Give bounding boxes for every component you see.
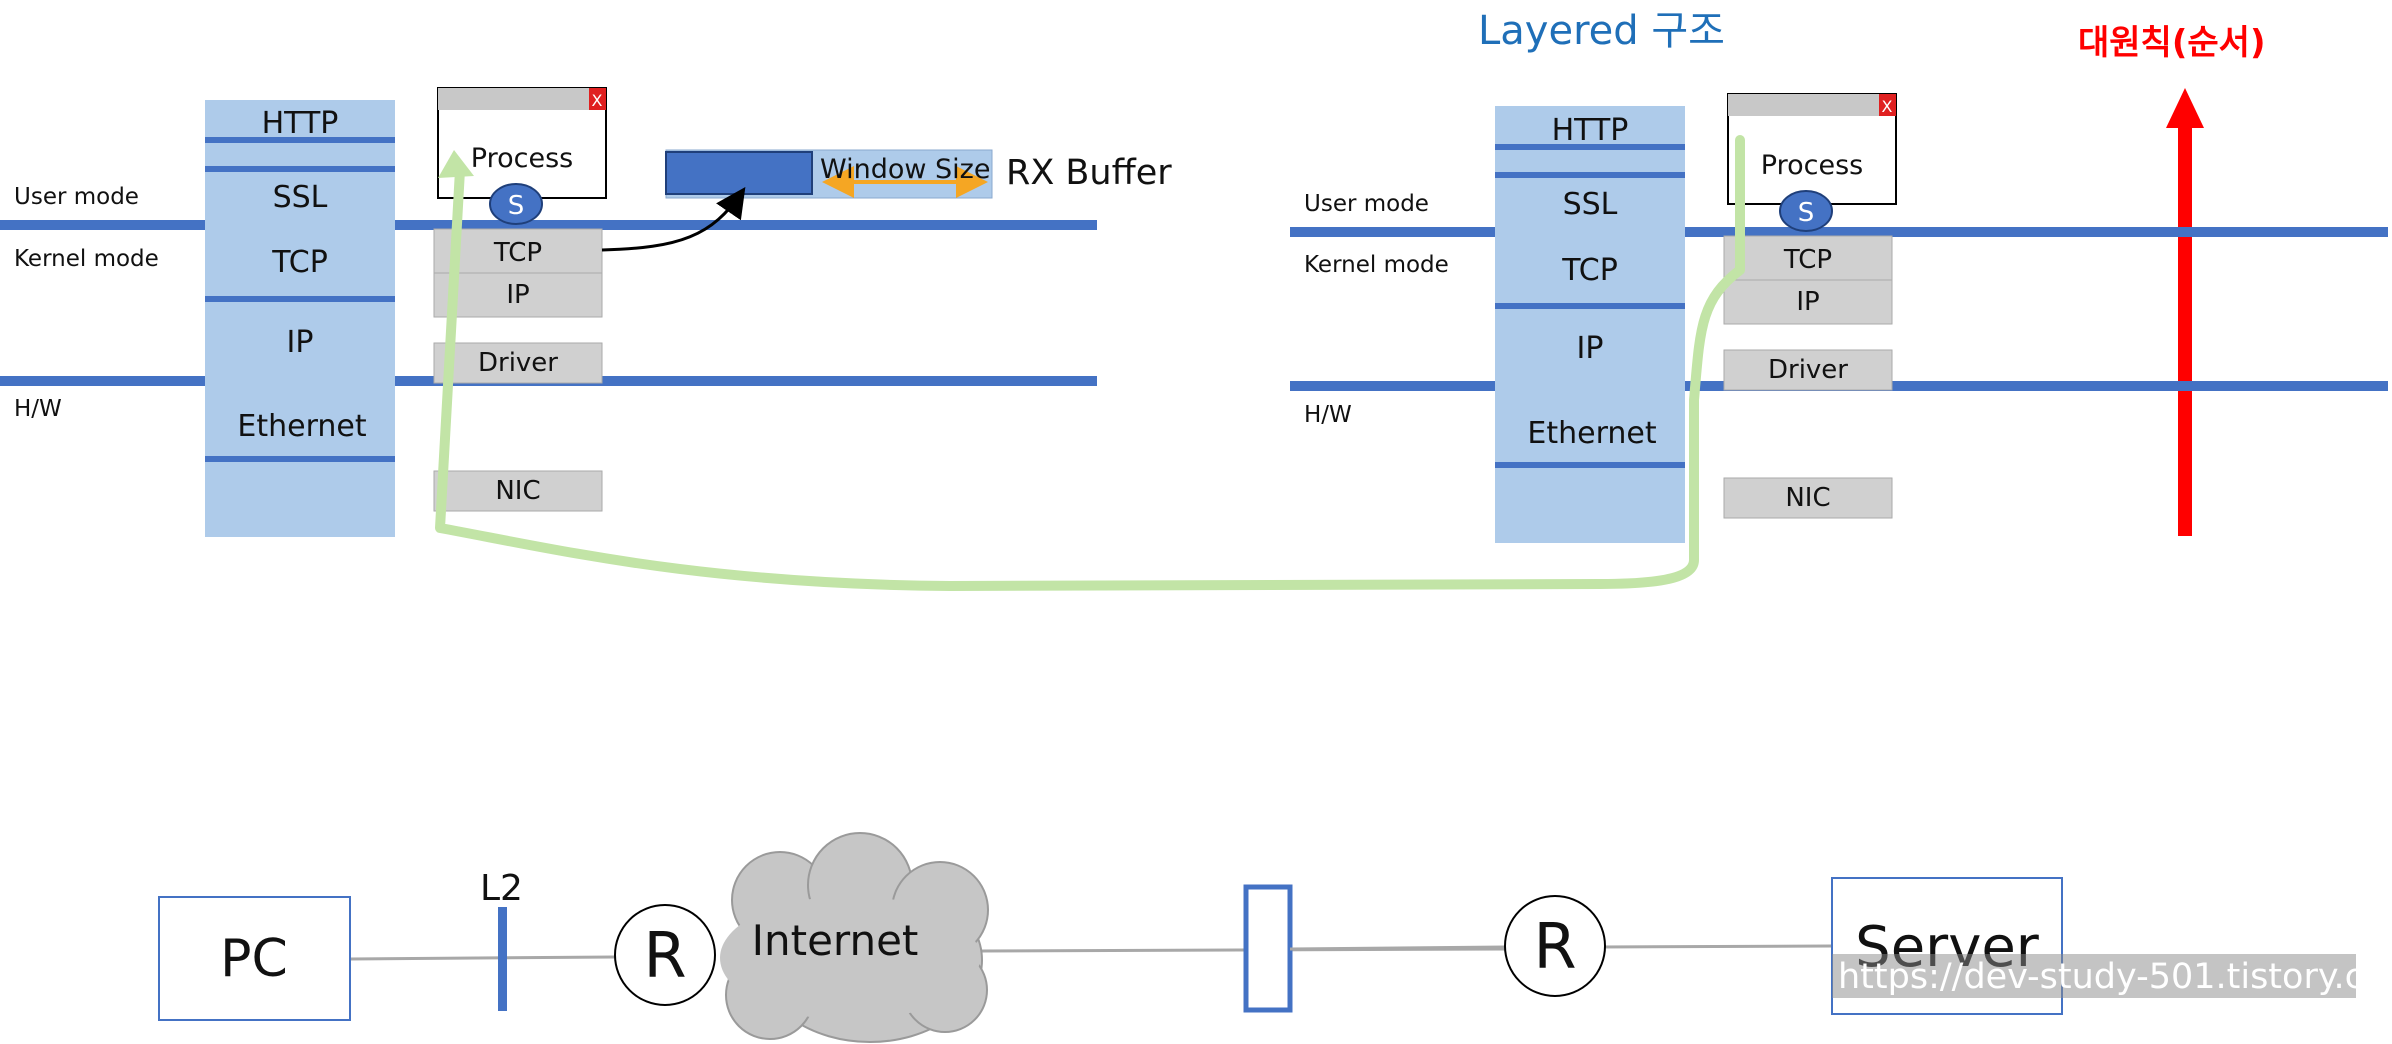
user-mode-label-right: User mode: [1304, 191, 1429, 217]
kernel-boxes-left: TCP IP Driver NIC: [433, 228, 603, 512]
diagram-title: Layered 구조: [1478, 8, 1725, 54]
layer-tcp-right: TCP: [1561, 253, 1618, 288]
layer-ip-right: IP: [1577, 331, 1604, 366]
close-glyph: X: [592, 91, 603, 110]
layer-ethernet: Ethernet: [237, 409, 366, 444]
layer-ethernet-right: Ethernet: [1527, 416, 1656, 451]
kbox-nic: NIC: [495, 476, 540, 506]
user-kernel-line-right: [1290, 227, 2388, 237]
user-kernel-line-left: [0, 220, 1097, 230]
close-icon: [589, 88, 606, 110]
principle-label: 대원칙(순서): [2078, 23, 2265, 63]
socket-icon-left: S: [489, 183, 543, 225]
window-size-label: Window Size: [820, 154, 990, 185]
kbox-ip-right: IP: [1796, 287, 1819, 317]
l2-switch: [498, 907, 507, 1011]
router-right: R: [1504, 895, 1606, 997]
network-diagram: PC L2 Internet R R Server: [158, 832, 2063, 1043]
router-left: R: [614, 904, 716, 1006]
kbox-nic-right: NIC: [1785, 483, 1830, 513]
l2-label: L2: [480, 868, 523, 909]
watermark: https://dev-study-501.tistory.com: [1838, 957, 2392, 997]
process-window-right: X Process: [1727, 93, 1897, 205]
hw-label: H/W: [14, 396, 62, 422]
kbox-driver: Driver: [478, 348, 558, 378]
internet-cloud: Internet: [720, 832, 989, 1043]
layer-http: HTTP: [262, 106, 339, 141]
layer-ip: IP: [287, 325, 314, 360]
kernel-mode-label: Kernel mode: [14, 246, 159, 272]
layer-stack-right: HTTP SSL TCP IP Ethernet: [1495, 106, 1685, 543]
socket-letter-right: S: [1798, 198, 1815, 228]
tcp-to-buffer-arrow: [601, 187, 746, 252]
pc-label: PC: [220, 929, 288, 989]
kernel-boxes-right: TCP IP Driver NIC: [1723, 235, 1893, 519]
layer-http-right: HTTP: [1552, 113, 1629, 148]
layer-ssl: SSL: [273, 180, 328, 215]
user-mode-label: User mode: [14, 184, 139, 210]
socket-icon-right: S: [1779, 190, 1833, 232]
data-flow-arrowhead: [438, 150, 474, 178]
kernel-mode-label-right: Kernel mode: [1304, 252, 1449, 278]
internet-label: Internet: [752, 916, 919, 965]
socket-letter: S: [508, 191, 525, 221]
middle-device: [1243, 884, 1293, 1013]
rx-buffer-label: RX Buffer: [1006, 153, 1172, 193]
router-right-label: R: [1533, 910, 1576, 983]
kbox-tcp: TCP: [493, 238, 542, 268]
kbox-tcp-right: TCP: [1783, 245, 1832, 275]
close-glyph-right: X: [1882, 97, 1893, 116]
process-label-right: Process: [1761, 150, 1863, 181]
watermark-bg: [1832, 954, 2356, 998]
data-flow-path: [435, 135, 1745, 591]
layer-ssl-right: SSL: [1563, 187, 1618, 222]
layer-tcp: TCP: [271, 245, 328, 280]
order-arrow: [2166, 88, 2204, 536]
pc-box: [158, 896, 351, 1021]
hw-label-right: H/W: [1304, 402, 1352, 428]
kbox-driver-right: Driver: [1768, 355, 1848, 385]
kbox-ip: IP: [506, 280, 529, 310]
process-label: Process: [471, 143, 573, 174]
layer-stack-left: HTTP SSL TCP IP Ethernet: [205, 100, 395, 537]
rx-buffer: Window Size: [665, 149, 993, 199]
close-icon-right: [1879, 94, 1896, 116]
router-left-label: R: [643, 919, 686, 992]
